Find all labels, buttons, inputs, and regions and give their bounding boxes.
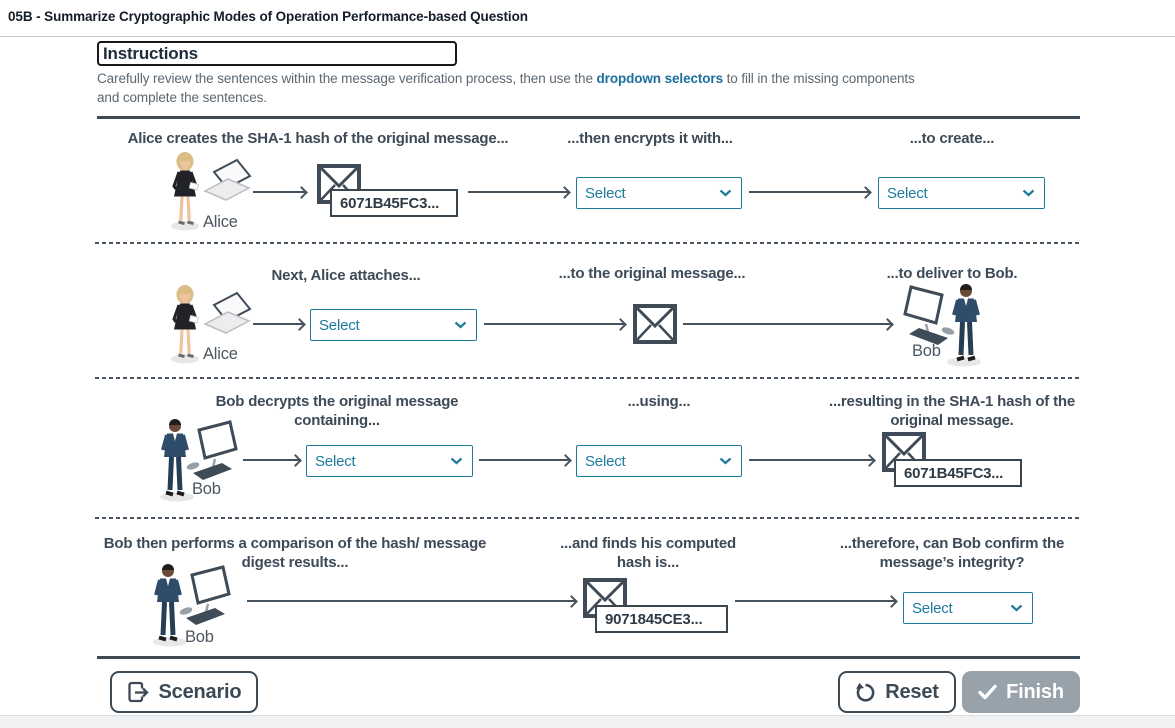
bottom-strip bbox=[0, 715, 1175, 728]
select-placeholder: Select bbox=[887, 184, 928, 202]
bob-with-computer-icon bbox=[898, 281, 988, 374]
flow-arrow bbox=[247, 600, 575, 602]
chevron-down-icon bbox=[1022, 189, 1035, 197]
message-envelope-icon bbox=[632, 302, 678, 346]
row3-sentence-2: ...using... bbox=[627, 393, 691, 410]
bob-with-computer-icon bbox=[146, 561, 236, 654]
select-decryption-key[interactable]: Select bbox=[576, 445, 742, 477]
hash-value: 6071B45FC3... bbox=[904, 464, 1004, 482]
row3-sentence-3: ...resulting in the SHA-1 hash of the or… bbox=[829, 393, 1075, 429]
row-divider bbox=[95, 377, 1081, 379]
chevron-down-icon bbox=[1010, 604, 1023, 612]
flow-arrow bbox=[253, 191, 305, 193]
flow-arrow bbox=[683, 323, 891, 325]
chevron-down-icon bbox=[719, 189, 732, 197]
flow-arrow bbox=[749, 459, 873, 461]
instructions-heading: Instructions bbox=[103, 44, 198, 63]
chevron-down-icon bbox=[454, 321, 467, 329]
row2-sentence-2: ...to the original message... bbox=[558, 265, 746, 282]
actor-name-bob: Bob bbox=[192, 480, 221, 498]
instructions-text-prefix: Carefully review the sentences within th… bbox=[97, 71, 597, 86]
flow-arrow bbox=[735, 600, 895, 602]
hash-value-box: 6071B45FC3... bbox=[330, 189, 458, 217]
row4-sentence-3: ...therefore, can Bob confirm the messag… bbox=[839, 535, 1065, 571]
row-divider bbox=[95, 517, 1081, 519]
instructions-text: Carefully review the sentences within th… bbox=[97, 69, 932, 107]
select-encryption-key[interactable]: Select bbox=[576, 177, 742, 209]
chevron-down-icon bbox=[450, 457, 463, 465]
row1-sentence-1: Alice creates the SHA-1 hash of the orig… bbox=[127, 130, 509, 147]
actor-name-alice: Alice bbox=[203, 213, 238, 231]
reset-undo-icon bbox=[856, 682, 875, 702]
select-placeholder: Select bbox=[585, 452, 626, 470]
hash-value-box: 9071845CE3... bbox=[595, 605, 728, 633]
alice-with-laptop-icon bbox=[158, 150, 253, 240]
page-title: 05B - Summarize Cryptographic Modes of O… bbox=[8, 9, 528, 24]
chevron-down-icon bbox=[719, 457, 732, 465]
row4-sentence-1: Bob then performs a comparison of the ha… bbox=[103, 535, 487, 571]
select-created-artifact[interactable]: Select bbox=[878, 177, 1045, 209]
row1-sentence-2: ...then encrypts it with... bbox=[567, 130, 733, 147]
select-placeholder: Select bbox=[319, 316, 360, 334]
row-divider bbox=[95, 242, 1081, 244]
finish-button[interactable]: Finish bbox=[962, 671, 1080, 713]
flow-arrow bbox=[468, 191, 568, 193]
actor-name-bob: Bob bbox=[185, 628, 214, 646]
scenario-exit-icon bbox=[127, 681, 150, 702]
instructions-text-suffix: to fill in the missing components and co… bbox=[97, 71, 915, 105]
hash-value-box: 6071B45FC3... bbox=[894, 459, 1022, 487]
hash-value: 9071845CE3... bbox=[605, 610, 703, 628]
row4-sentence-2: ...and finds his computed hash is... bbox=[560, 535, 736, 571]
reset-button-label: Reset bbox=[885, 680, 939, 703]
actor-name-bob: Bob bbox=[912, 342, 941, 360]
select-attachment[interactable]: Select bbox=[310, 309, 477, 341]
finish-button-label: Finish bbox=[1006, 680, 1064, 703]
scenario-button-label: Scenario bbox=[158, 680, 242, 703]
row2-sentence-1: Next, Alice attaches... bbox=[271, 267, 421, 284]
select-placeholder: Select bbox=[585, 184, 626, 202]
instructions-divider bbox=[97, 116, 1080, 119]
row1-sentence-3: ...to create... bbox=[909, 130, 995, 147]
flow-arrow bbox=[484, 323, 624, 325]
select-placeholder: Select bbox=[315, 452, 356, 470]
select-placeholder: Select bbox=[912, 599, 953, 617]
flow-arrow bbox=[479, 459, 569, 461]
header-divider bbox=[0, 36, 1175, 37]
footer-divider bbox=[97, 656, 1080, 659]
bob-with-computer-icon bbox=[153, 416, 243, 509]
reset-button[interactable]: Reset bbox=[838, 671, 956, 713]
select-integrity-answer[interactable]: Select bbox=[903, 592, 1033, 624]
flow-arrow bbox=[749, 191, 869, 193]
row3-sentence-1: Bob decrypts the original message contai… bbox=[215, 393, 459, 429]
scenario-button[interactable]: Scenario bbox=[110, 671, 258, 713]
select-decrypted-content[interactable]: Select bbox=[306, 445, 473, 477]
flow-arrow bbox=[243, 459, 299, 461]
alice-with-laptop-icon bbox=[158, 283, 253, 373]
flow-arrow bbox=[253, 323, 303, 325]
hash-value: 6071B45FC3... bbox=[340, 194, 440, 212]
instructions-heading-box: Instructions bbox=[97, 41, 457, 66]
instructions-dropdown-link: dropdown selectors bbox=[596, 71, 724, 86]
actor-name-alice: Alice bbox=[203, 345, 238, 363]
row2-sentence-3: ...to deliver to Bob. bbox=[886, 265, 1018, 282]
checkmark-icon bbox=[978, 684, 997, 700]
